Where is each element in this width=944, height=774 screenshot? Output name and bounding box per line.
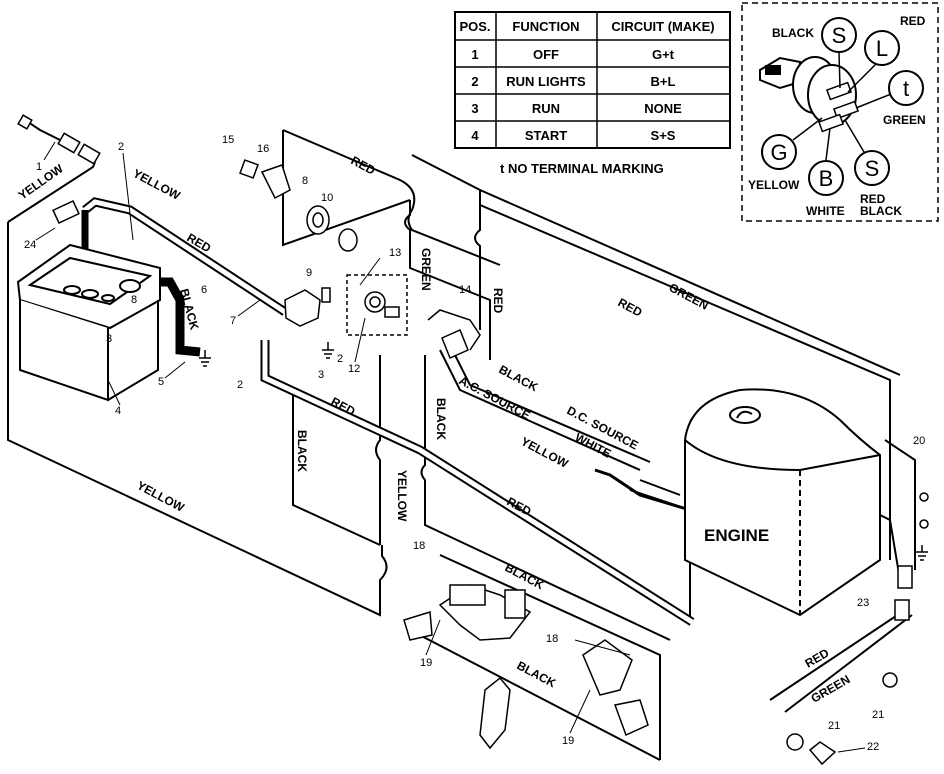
wire-label: GREEN: [419, 248, 433, 291]
wire-label: YELLOW: [131, 166, 183, 203]
terminal-l: [864, 30, 900, 66]
terminal-l-label: L: [876, 36, 888, 61]
callout-2: 2: [237, 379, 243, 391]
terminal-g: [761, 134, 797, 170]
callout-23: 23: [857, 597, 869, 609]
wire-label: RED: [803, 646, 832, 671]
callout-18: 18: [413, 540, 425, 552]
callout-14: 14: [459, 284, 471, 296]
terminal-b: [808, 160, 844, 196]
table-cell: START: [525, 128, 567, 143]
wire-label: YELLOW: [135, 478, 187, 515]
callouts: 1 2 2 2 3 3 4 5 6 7 8 8 9 10 12 13 14 15…: [24, 134, 925, 753]
terminal-s2-label: S: [865, 156, 880, 181]
table-cell: 2: [471, 74, 478, 89]
callout-13: 13: [389, 247, 401, 259]
ignition-switch-inset: S L t G B S BLACK RED GREEN YELLOW WHITE…: [741, 2, 939, 222]
wire-label: GREEN: [667, 280, 711, 312]
table-cell: 4: [471, 128, 479, 143]
main-red-cable: [81, 197, 695, 626]
inset-label-green: GREEN: [883, 113, 926, 127]
wire-label: YELLOW: [519, 434, 571, 471]
inset-label-black: BLACK: [772, 26, 814, 40]
engine-harness-wires: [439, 344, 916, 713]
wire-label: RED: [349, 153, 378, 177]
callout-8: 8: [131, 294, 137, 306]
terminal-t-label: t: [903, 76, 909, 101]
wire-label: RED: [616, 295, 645, 319]
callout-3: 3: [106, 333, 112, 345]
callout-8: 8: [302, 175, 308, 187]
callout-9: 9: [306, 267, 312, 279]
table-cell: 3: [471, 101, 478, 116]
callout-18: 18: [546, 633, 558, 645]
callout-7: 7: [230, 315, 236, 327]
inset-label-red-black-1: RED: [860, 192, 886, 206]
callout-4: 4: [115, 405, 121, 417]
wire-label: RED: [491, 288, 505, 314]
wire-label: BLACK: [295, 430, 309, 472]
table-cell: 1: [471, 47, 478, 62]
table-cell: G+t: [652, 47, 675, 62]
terminal-s-bottom: [854, 150, 890, 186]
terminal-s-top: [821, 17, 857, 53]
callout-3: 3: [318, 369, 324, 381]
terminal-t: [888, 70, 924, 106]
wire-label: YELLOW: [395, 470, 409, 522]
engine: [684, 388, 881, 617]
callout-20: 20: [913, 435, 925, 447]
callout-10: 10: [321, 192, 333, 204]
table-header-circuit: CIRCUIT (MAKE): [611, 19, 714, 34]
wire-label: BLACK: [434, 398, 448, 440]
engine-label: ENGINE: [704, 526, 769, 545]
battery: [16, 243, 161, 402]
table-note: t NO TERMINAL MARKING: [500, 161, 664, 176]
table-header-function: FUNCTION: [512, 19, 579, 34]
callout-12: 12: [348, 363, 360, 375]
callout-6: 6: [201, 284, 207, 296]
wire-label: BLACK: [497, 362, 541, 394]
wire-label: BLACK: [515, 658, 559, 690]
callout-19: 19: [420, 657, 432, 669]
table-cell: RUN LIGHTS: [506, 74, 586, 89]
callout-19: 19: [562, 735, 574, 747]
inset-label-white: WHITE: [806, 204, 845, 218]
callout-5: 5: [158, 376, 164, 388]
callout-22: 22: [867, 741, 879, 753]
table-cell: B+L: [651, 74, 676, 89]
callout-24: 24: [24, 239, 36, 251]
inset-label-yellow: YELLOW: [748, 178, 800, 192]
terminal-s-label: S: [832, 23, 847, 48]
table-cell: RUN: [532, 101, 560, 116]
terminal-b-label: B: [819, 166, 834, 191]
terminal-g-label: G: [770, 140, 787, 165]
table-header-pos: POS.: [459, 19, 490, 34]
inset-label-red-black-2: BLACK: [860, 204, 902, 218]
table-cell: NONE: [644, 101, 682, 116]
table-cell: OFF: [533, 47, 559, 62]
callout-21: 21: [828, 720, 840, 732]
harness-outline: [7, 129, 901, 761]
callout-1: 1: [36, 161, 42, 173]
callout-2: 2: [337, 353, 343, 365]
callout-16: 16: [257, 143, 269, 155]
inset-label-red: RED: [900, 14, 926, 28]
table-cell: S+S: [651, 128, 676, 143]
callout-2: 2: [118, 141, 124, 153]
callout-15: 15: [222, 134, 234, 146]
switch-function-table: POS. FUNCTION CIRCUIT (MAKE) 1 OFF G+t 2…: [454, 11, 731, 176]
components: [17, 114, 929, 766]
callout-21: 21: [872, 709, 884, 721]
wire-label: BLACK: [503, 560, 547, 592]
